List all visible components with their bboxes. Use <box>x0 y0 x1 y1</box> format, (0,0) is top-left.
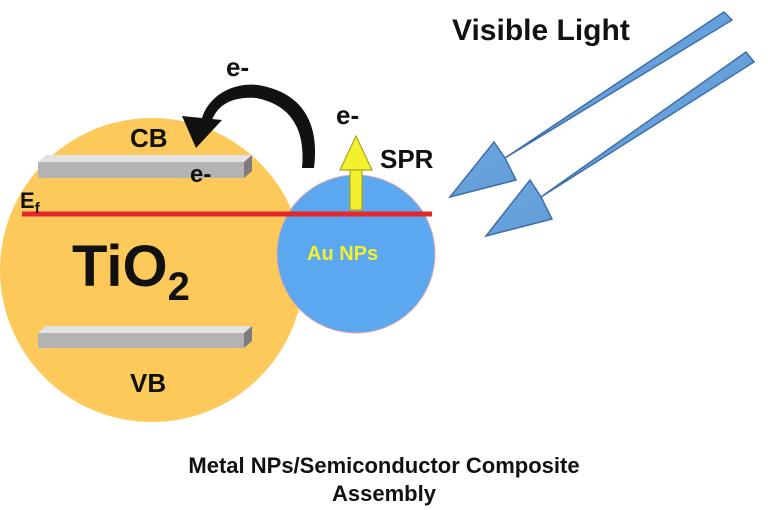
fermi-level-label: Ef <box>20 188 41 217</box>
visible-light-label: Visible Light <box>452 14 630 47</box>
spr-label: SPR <box>380 144 434 174</box>
caption-line-1: Metal NPs/Semiconductor Composite <box>188 453 580 478</box>
cb-label: CB <box>130 123 168 153</box>
vb-label: VB <box>130 368 166 398</box>
spr-electron-label: e- <box>336 100 359 130</box>
spr-arrow <box>339 134 373 211</box>
electron-transfer-arrow <box>182 84 316 168</box>
visible-light-arrow-2 <box>484 50 756 238</box>
caption-line-2: Assembly <box>332 481 436 506</box>
visible-light-arrow-1 <box>448 11 734 199</box>
au-nps-label: Au NPs <box>307 243 378 265</box>
cb-electron-label: e- <box>190 161 211 188</box>
valence-band <box>38 326 252 348</box>
transfer-electron-label: e- <box>226 52 249 82</box>
conduction-band <box>38 155 252 178</box>
tio2-label: TiO2 <box>72 234 190 309</box>
